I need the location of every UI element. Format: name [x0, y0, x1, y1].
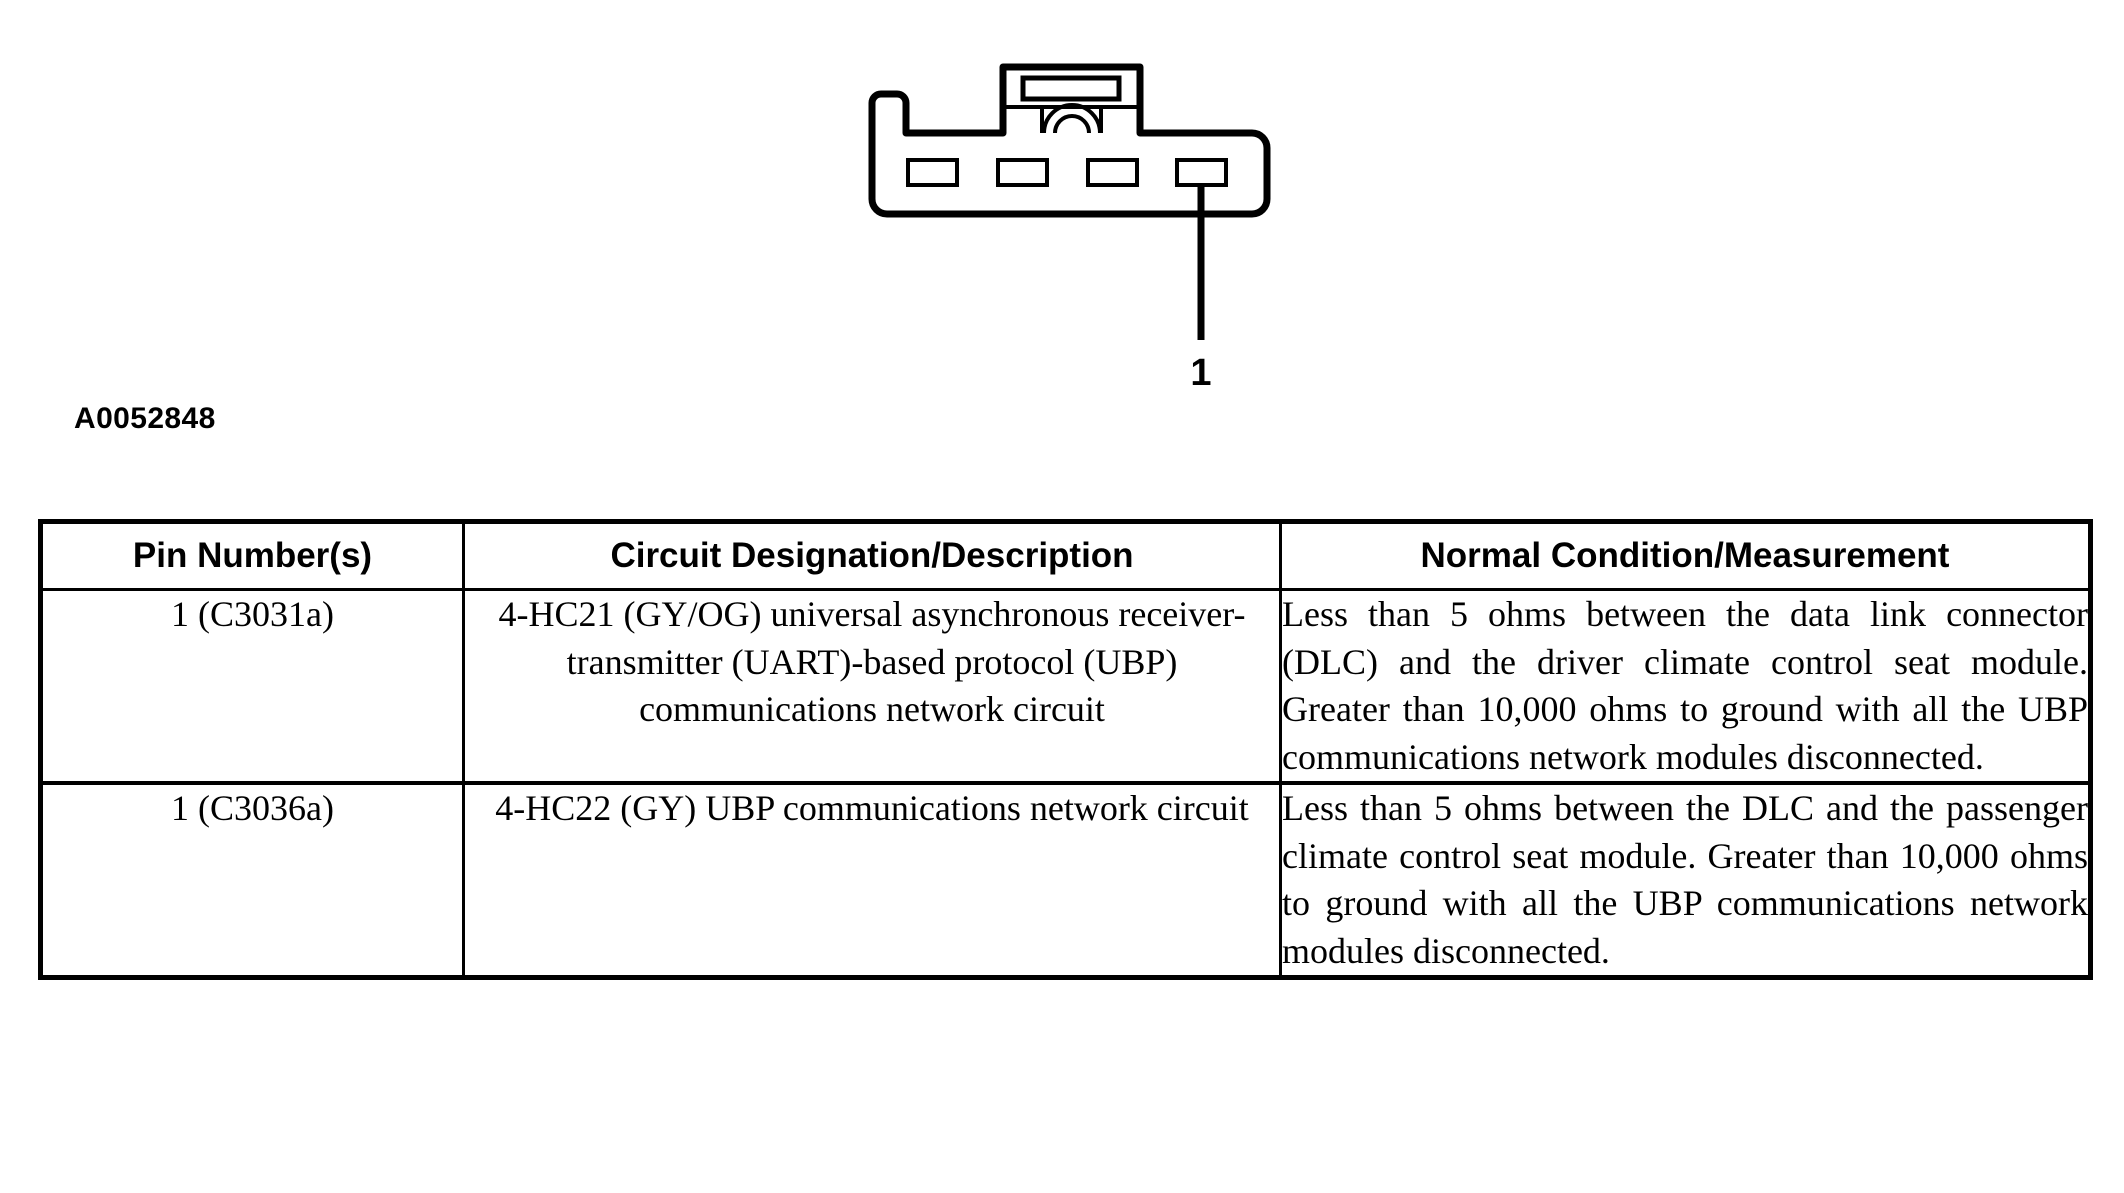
pin-cavity-1 — [1175, 158, 1228, 187]
connector-drawing: 1 — [868, 63, 1271, 394]
latch-slot-icon — [1020, 75, 1122, 102]
keyway-inner-arc-icon — [1053, 114, 1091, 134]
cell-circuit-description: 4-HC22 (GY) UBP communications network c… — [462, 781, 1282, 978]
pin-table: Pin Number(s) Circuit Designation/Descri… — [38, 519, 2093, 981]
figure-id-label: A0052848 — [74, 402, 216, 435]
pin-1-callout-label: 1 — [1190, 352, 1211, 394]
pin-table-container: Pin Number(s) Circuit Designation/Descri… — [38, 519, 2093, 981]
cell-pin-number: 1 (C3031a) — [39, 589, 465, 784]
table-header-row: Pin Number(s) Circuit Designation/Descri… — [39, 521, 2092, 591]
table-row: 1 (C3036a) 4-HC22 (GY) UBP communication… — [39, 781, 2092, 978]
cell-normal-condition: Less than 5 ohms between the DLC and the… — [1279, 781, 2092, 978]
connector-diagram: 1 — [860, 55, 1310, 405]
cell-pin-number: 1 (C3036a) — [39, 781, 465, 978]
pin-cavity-4 — [906, 158, 959, 187]
table-header: Pin Number(s) Circuit Designation/Descri… — [39, 521, 2092, 591]
pin-cavity-2 — [1086, 158, 1139, 187]
connector-outer-shell — [868, 63, 1271, 218]
column-header-pin-number: Pin Number(s) — [39, 521, 465, 591]
table-row: 1 (C3031a) 4-HC21 (GY/OG) universal asyn… — [39, 589, 2092, 784]
column-header-circuit-designation: Circuit Designation/Description — [462, 521, 1282, 591]
column-header-normal-condition: Normal Condition/Measurement — [1279, 521, 2092, 591]
cell-normal-condition: Less than 5 ohms between the data link c… — [1279, 589, 2092, 784]
cell-circuit-description: 4-HC21 (GY/OG) universal asynchronous re… — [462, 589, 1282, 784]
table-body: 1 (C3031a) 4-HC21 (GY/OG) universal asyn… — [39, 589, 2092, 978]
pin-cavity-3 — [996, 158, 1049, 187]
keyway-outer-arc-icon — [1042, 103, 1102, 134]
